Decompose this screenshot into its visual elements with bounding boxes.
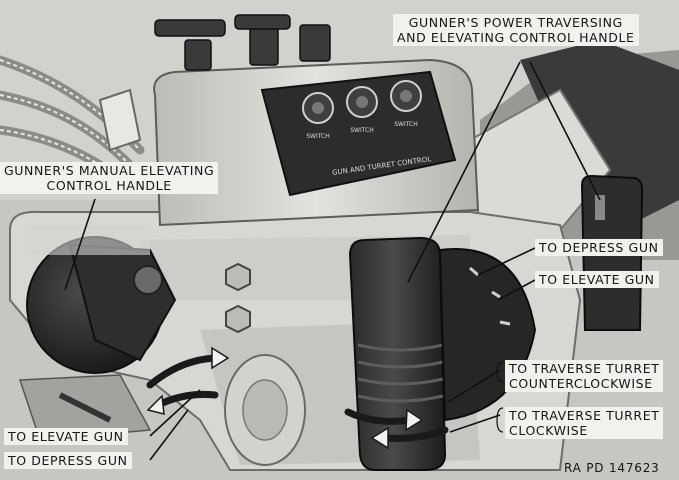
callout-depress-gun-left: TO DEPRESS GUN: [4, 452, 132, 469]
toggle-switches: [154, 14, 331, 71]
callout-elevate-gun-right: TO ELEVATE GUN: [535, 271, 659, 288]
callout-traverse-clockwise: TO TRAVERSE TURRET CLOCKWISE: [505, 407, 664, 439]
arrowheads: [146, 346, 424, 450]
power-control-grip: [348, 236, 447, 471]
switch-label-1: SWITCH: [306, 133, 330, 140]
handwheel-hub: [133, 265, 163, 295]
leader-lines: [64, 61, 601, 461]
reference-number: RA PD 147623: [564, 461, 660, 475]
callout-traverse-counterclockwise: TO TRAVERSE TURRET COUNTERCLOCKWISE: [505, 360, 664, 392]
switch-label-3: SWITCH: [394, 121, 418, 128]
grip-ribs: [357, 343, 444, 403]
callout-power-control-handle: GUNNER'S POWER TRAVERSING AND ELEVATING …: [393, 14, 639, 46]
switch-label-2: SWITCH: [350, 127, 374, 134]
dial-marks: [469, 266, 511, 326]
callout-depress-gun-right: TO DEPRESS GUN: [535, 239, 663, 256]
cable-clamp: [98, 88, 142, 152]
callout-manual-elevating-handle: GUNNER'S MANUAL ELEVATING CONTROL HANDLE: [0, 162, 219, 194]
label-brackets: [496, 361, 504, 433]
rotation-arrows: [146, 354, 449, 442]
mounting-bolts: [225, 262, 251, 334]
callout-elevate-gun-left: TO ELEVATE GUN: [4, 428, 128, 445]
